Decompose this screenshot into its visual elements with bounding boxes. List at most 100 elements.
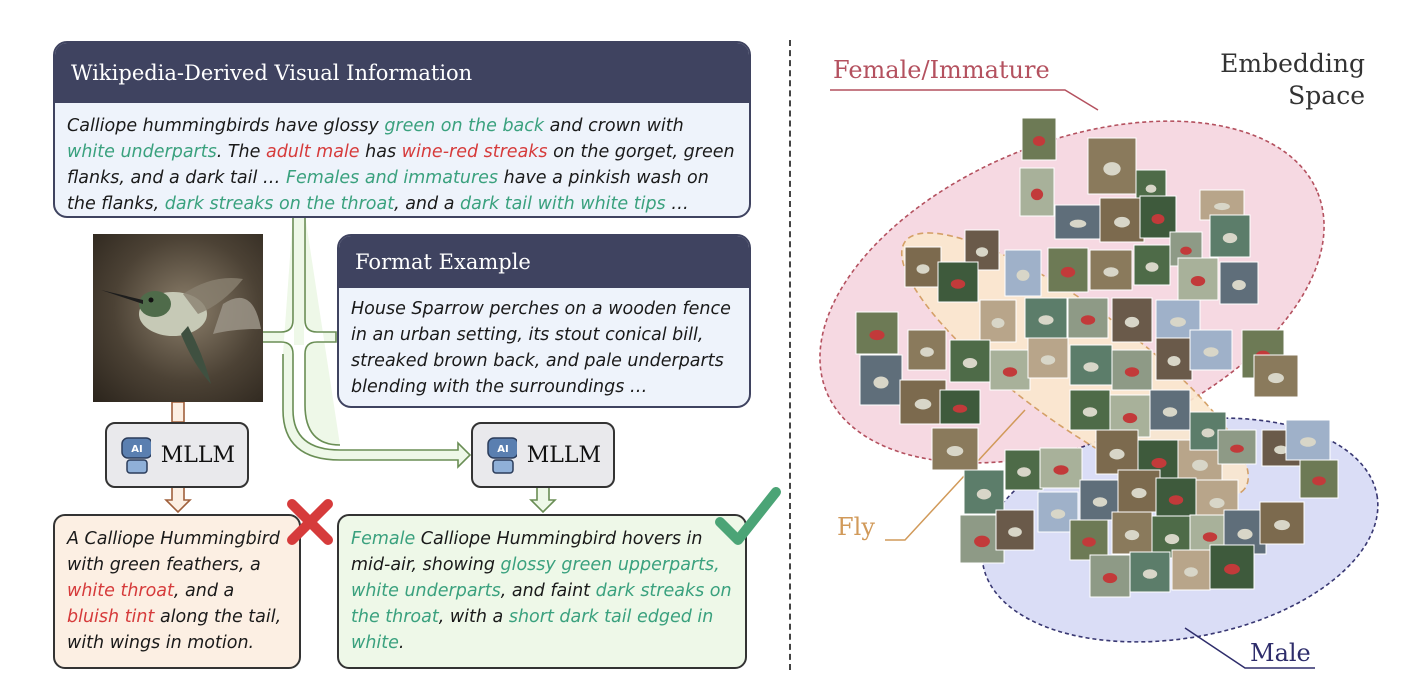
bird-thumbnail-detail bbox=[1209, 498, 1225, 509]
embedding-title-line2: Space bbox=[1288, 81, 1365, 110]
text-segment: A Calliope Hummingbird with green feathe… bbox=[67, 529, 280, 575]
bird-thumbnail-detail bbox=[1180, 246, 1192, 255]
bird-thumbnail-detail bbox=[1017, 467, 1031, 477]
format-example-header: Format Example bbox=[339, 236, 749, 288]
embedding-space-title: Embedding Space bbox=[1195, 48, 1365, 112]
highlight-error: adult male bbox=[265, 142, 360, 162]
bird-thumbnail-detail bbox=[1114, 216, 1130, 228]
bird-thumbnail-detail bbox=[1274, 445, 1288, 455]
female-immature-label: Female/Immature bbox=[833, 56, 1050, 84]
text-segment: … bbox=[665, 194, 689, 214]
bird-thumbnail-detail bbox=[1053, 465, 1069, 475]
bird-thumbnail-detail bbox=[1224, 563, 1240, 575]
robot-icon: AI bbox=[487, 437, 517, 474]
bird-thumbnail-detail bbox=[1190, 276, 1206, 287]
bird-thumbnail-detail bbox=[1312, 476, 1326, 486]
bird-thumbnail-detail bbox=[1103, 162, 1121, 176]
bird-thumbnail-detail bbox=[1184, 567, 1198, 577]
hummingbird-photo bbox=[93, 234, 263, 402]
bird-thumbnail-detail bbox=[1092, 497, 1108, 507]
bird-thumbnail-detail bbox=[1232, 280, 1246, 291]
bird-thumbnail-detail bbox=[1151, 458, 1167, 469]
bird-thumbnail-detail bbox=[1050, 509, 1066, 519]
bird-thumbnail-detail bbox=[962, 358, 978, 369]
bird-thumbnail-detail bbox=[1032, 136, 1046, 147]
wrong-output-box: A Calliope Hummingbird with green feathe… bbox=[53, 514, 301, 669]
bird-thumbnail-detail bbox=[1109, 448, 1125, 460]
text-segment: , and a bbox=[173, 581, 235, 601]
wikipedia-card-text: Calliope hummingbirds have glossy green … bbox=[55, 103, 749, 216]
panel-divider bbox=[789, 40, 791, 670]
bird-thumbnail bbox=[904, 246, 942, 288]
mllm-label: MLLM bbox=[526, 442, 601, 468]
highlight-error: bluish tint bbox=[67, 607, 155, 627]
text-segment: Calliope Hummingbird hovers in mid-air, … bbox=[351, 529, 703, 575]
bird-thumbnail-detail bbox=[1040, 355, 1056, 365]
bird-thumbnail-detail bbox=[916, 264, 930, 274]
bird-thumbnail-detail bbox=[1222, 233, 1238, 244]
robot-icon: AI bbox=[121, 437, 151, 474]
bird-thumbnail-detail bbox=[1016, 269, 1030, 281]
highlight-correct: dark tail with white tips bbox=[459, 194, 666, 214]
bird-thumbnail-detail bbox=[1214, 202, 1230, 211]
embedding-space-plot bbox=[819, 89, 1379, 669]
bird-thumbnail-detail bbox=[869, 330, 885, 341]
bird-thumbnail-detail bbox=[1002, 367, 1018, 377]
bird-thumbnail-detail bbox=[920, 347, 934, 357]
text-segment: , and faint bbox=[500, 581, 596, 601]
bird-thumbnail bbox=[1139, 195, 1177, 239]
text-segment: , with a bbox=[438, 607, 509, 627]
text-segment: and crown with bbox=[544, 116, 684, 136]
highlight-correct: dark streaks on the throat bbox=[164, 194, 395, 214]
bird-thumbnail-detail bbox=[873, 376, 889, 389]
highlight-correct: short dark tail edged in white bbox=[351, 607, 714, 653]
mllm-box-left: AI MLLM bbox=[105, 422, 249, 488]
text-segment: along the tail, with wings in motion. bbox=[67, 607, 282, 653]
svg-text:AI: AI bbox=[497, 444, 508, 455]
correct-output-box: Female Calliope Hummingbird hovers in mi… bbox=[337, 514, 747, 669]
bird-thumbnail-detail bbox=[1102, 573, 1118, 584]
bird-thumbnail-detail bbox=[991, 318, 1005, 329]
bird-thumbnail-detail bbox=[1082, 407, 1098, 417]
mllm-label: MLLM bbox=[160, 442, 235, 468]
bird-thumbnail-detail bbox=[1131, 488, 1147, 499]
cross-icon bbox=[287, 499, 333, 545]
bird-thumbnail-detail bbox=[1060, 266, 1076, 278]
wikipedia-card-header: Wikipedia-Derived Visual Information bbox=[55, 43, 749, 103]
bird-thumbnail-detail bbox=[975, 247, 989, 257]
bird-thumbnail-detail bbox=[946, 446, 964, 457]
text-segment: . bbox=[398, 633, 405, 653]
bird-thumbnail-detail bbox=[1268, 373, 1284, 384]
bird-thumbnail-detail bbox=[1083, 362, 1099, 372]
wikipedia-card: Wikipedia-Derived Visual Information Cal… bbox=[53, 41, 751, 218]
bird-thumbnail-detail bbox=[1008, 527, 1022, 537]
text-segment: have a pinkish wash on the flanks, bbox=[67, 168, 709, 214]
bird-thumbnail-detail bbox=[974, 535, 990, 548]
highlight-correct: glossy green upperparts, white underpart… bbox=[351, 555, 720, 601]
bird-thumbnail-detail bbox=[1274, 520, 1290, 531]
bird-thumbnail-detail bbox=[1124, 316, 1140, 328]
embedding-title-line1: Embedding bbox=[1220, 49, 1365, 78]
bird-thumbnail-detail bbox=[1122, 413, 1138, 424]
bird-thumbnail-detail bbox=[1202, 532, 1218, 542]
bird-thumbnail-detail bbox=[1203, 347, 1219, 357]
bird-thumbnail bbox=[1111, 349, 1153, 391]
highlight-correct: white underparts bbox=[67, 142, 217, 162]
text-segment: Calliope hummingbirds have glossy bbox=[67, 116, 385, 136]
bird-thumbnail-detail bbox=[976, 488, 992, 500]
highlight-correct: green on the back bbox=[384, 116, 545, 136]
text-segment: . The bbox=[216, 142, 266, 162]
bird-thumbnail-detail bbox=[1300, 437, 1316, 447]
bird-thumbnail-detail bbox=[1082, 537, 1096, 547]
bird-thumbnail-detail bbox=[952, 404, 968, 413]
highlight-correct: Females and immatures bbox=[285, 168, 499, 188]
text-segment: , and a bbox=[394, 194, 460, 214]
hummingbird-icon bbox=[101, 278, 261, 384]
male-label: Male bbox=[1250, 639, 1311, 667]
format-example-text: House Sparrow perches on a wooden fence … bbox=[351, 299, 731, 397]
bird-thumbnail-detail bbox=[1192, 459, 1208, 471]
mllm-box-right: AI MLLM bbox=[471, 422, 615, 488]
bird-thumbnail-detail bbox=[914, 398, 932, 410]
bird-thumbnail-detail bbox=[1145, 262, 1159, 272]
connector-lines bbox=[164, 215, 557, 514]
